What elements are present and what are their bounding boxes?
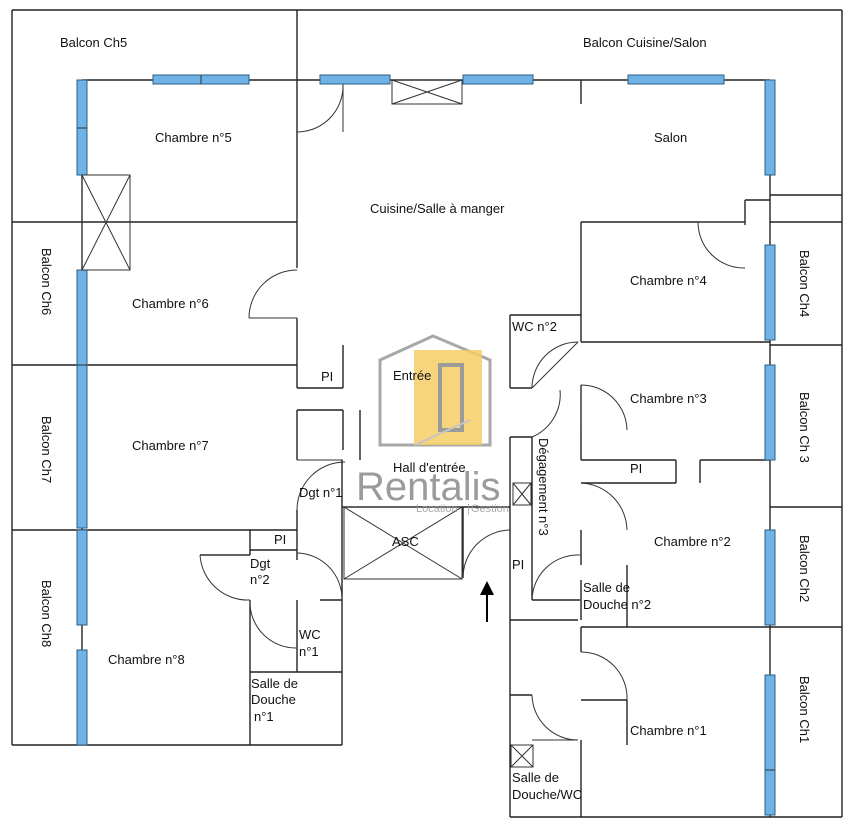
watermark-logo: Rentalis Location | Gestion: [356, 334, 509, 515]
label-chambre8: Chambre n°8: [108, 652, 185, 667]
label-entree: Entrée: [393, 368, 431, 383]
elevator-shaft: [343, 506, 463, 580]
label-wc1-b: n°1: [299, 644, 319, 659]
label-wc1-a: WC: [299, 627, 321, 642]
label-salle-douche2-a: Salle de: [583, 580, 630, 595]
label-balcon-ch4: Balcon Ch4: [797, 250, 812, 317]
label-balcon-ch2: Balcon Ch2: [797, 535, 812, 602]
label-pi4: PI: [512, 557, 524, 572]
label-salon: Salon: [654, 130, 687, 145]
shafts: [81, 79, 534, 768]
label-salle-douche1-c: n°1: [254, 709, 274, 724]
watermark-sub-left: Location: [416, 503, 458, 515]
label-salle-douche-wc-b: Douche/WC: [512, 787, 582, 802]
label-chambre2: Chambre n°2: [654, 534, 731, 549]
label-chambre6: Chambre n°6: [132, 296, 209, 311]
label-hall: Hall d'entrée: [393, 460, 466, 475]
label-chambre5: Chambre n°5: [155, 130, 232, 145]
label-chambre1: Chambre n°1: [630, 723, 707, 738]
label-salle-douche1-a: Salle de: [251, 676, 298, 691]
label-chambre4: Chambre n°4: [630, 273, 707, 288]
label-salle-douche2-b: Douche n°2: [583, 597, 651, 612]
label-wc2: WC n°2: [512, 319, 557, 334]
watermark-brand: Rentalis: [356, 465, 501, 509]
entrance-arrow-icon: [480, 581, 494, 622]
label-pi1: PI: [321, 369, 333, 384]
label-salle-douche1-b: Douche: [251, 692, 296, 707]
label-balcon-ch1: Balcon Ch1: [797, 676, 812, 743]
label-cuisine: Cuisine/Salle à manger: [370, 201, 505, 216]
label-balcon-ch6: Balcon Ch6: [39, 248, 54, 315]
label-salle-douche-wc-a: Salle de: [512, 770, 559, 785]
label-chambre7: Chambre n°7: [132, 438, 209, 453]
label-balcon-ch3: Balcon Ch 3: [797, 392, 812, 463]
label-dgt2-a: Dgt: [250, 556, 271, 571]
label-balcon-cuisine-salon: Balcon Cuisine/Salon: [583, 35, 707, 50]
room-labels: Balcon Ch5 Balcon Cuisine/Salon Chambre …: [39, 35, 812, 802]
watermark-sub-right: Gestion: [471, 503, 509, 515]
label-degagement3: Dégagement n°3: [536, 438, 551, 536]
label-balcon-ch7: Balcon Ch7: [39, 416, 54, 483]
label-dgt1: Dgt n°1: [299, 485, 343, 500]
windows: [76, 74, 776, 816]
doors: [199, 84, 746, 741]
label-asc: ASC: [392, 534, 419, 549]
label-balcon-ch5: Balcon Ch5: [60, 35, 127, 50]
svg-text:|: |: [467, 503, 470, 515]
label-balcon-ch8: Balcon Ch8: [39, 580, 54, 647]
label-dgt2-b: n°2: [250, 572, 270, 587]
label-chambre3: Chambre n°3: [630, 391, 707, 406]
label-pi2: PI: [630, 461, 642, 476]
label-pi3: PI: [274, 532, 286, 547]
